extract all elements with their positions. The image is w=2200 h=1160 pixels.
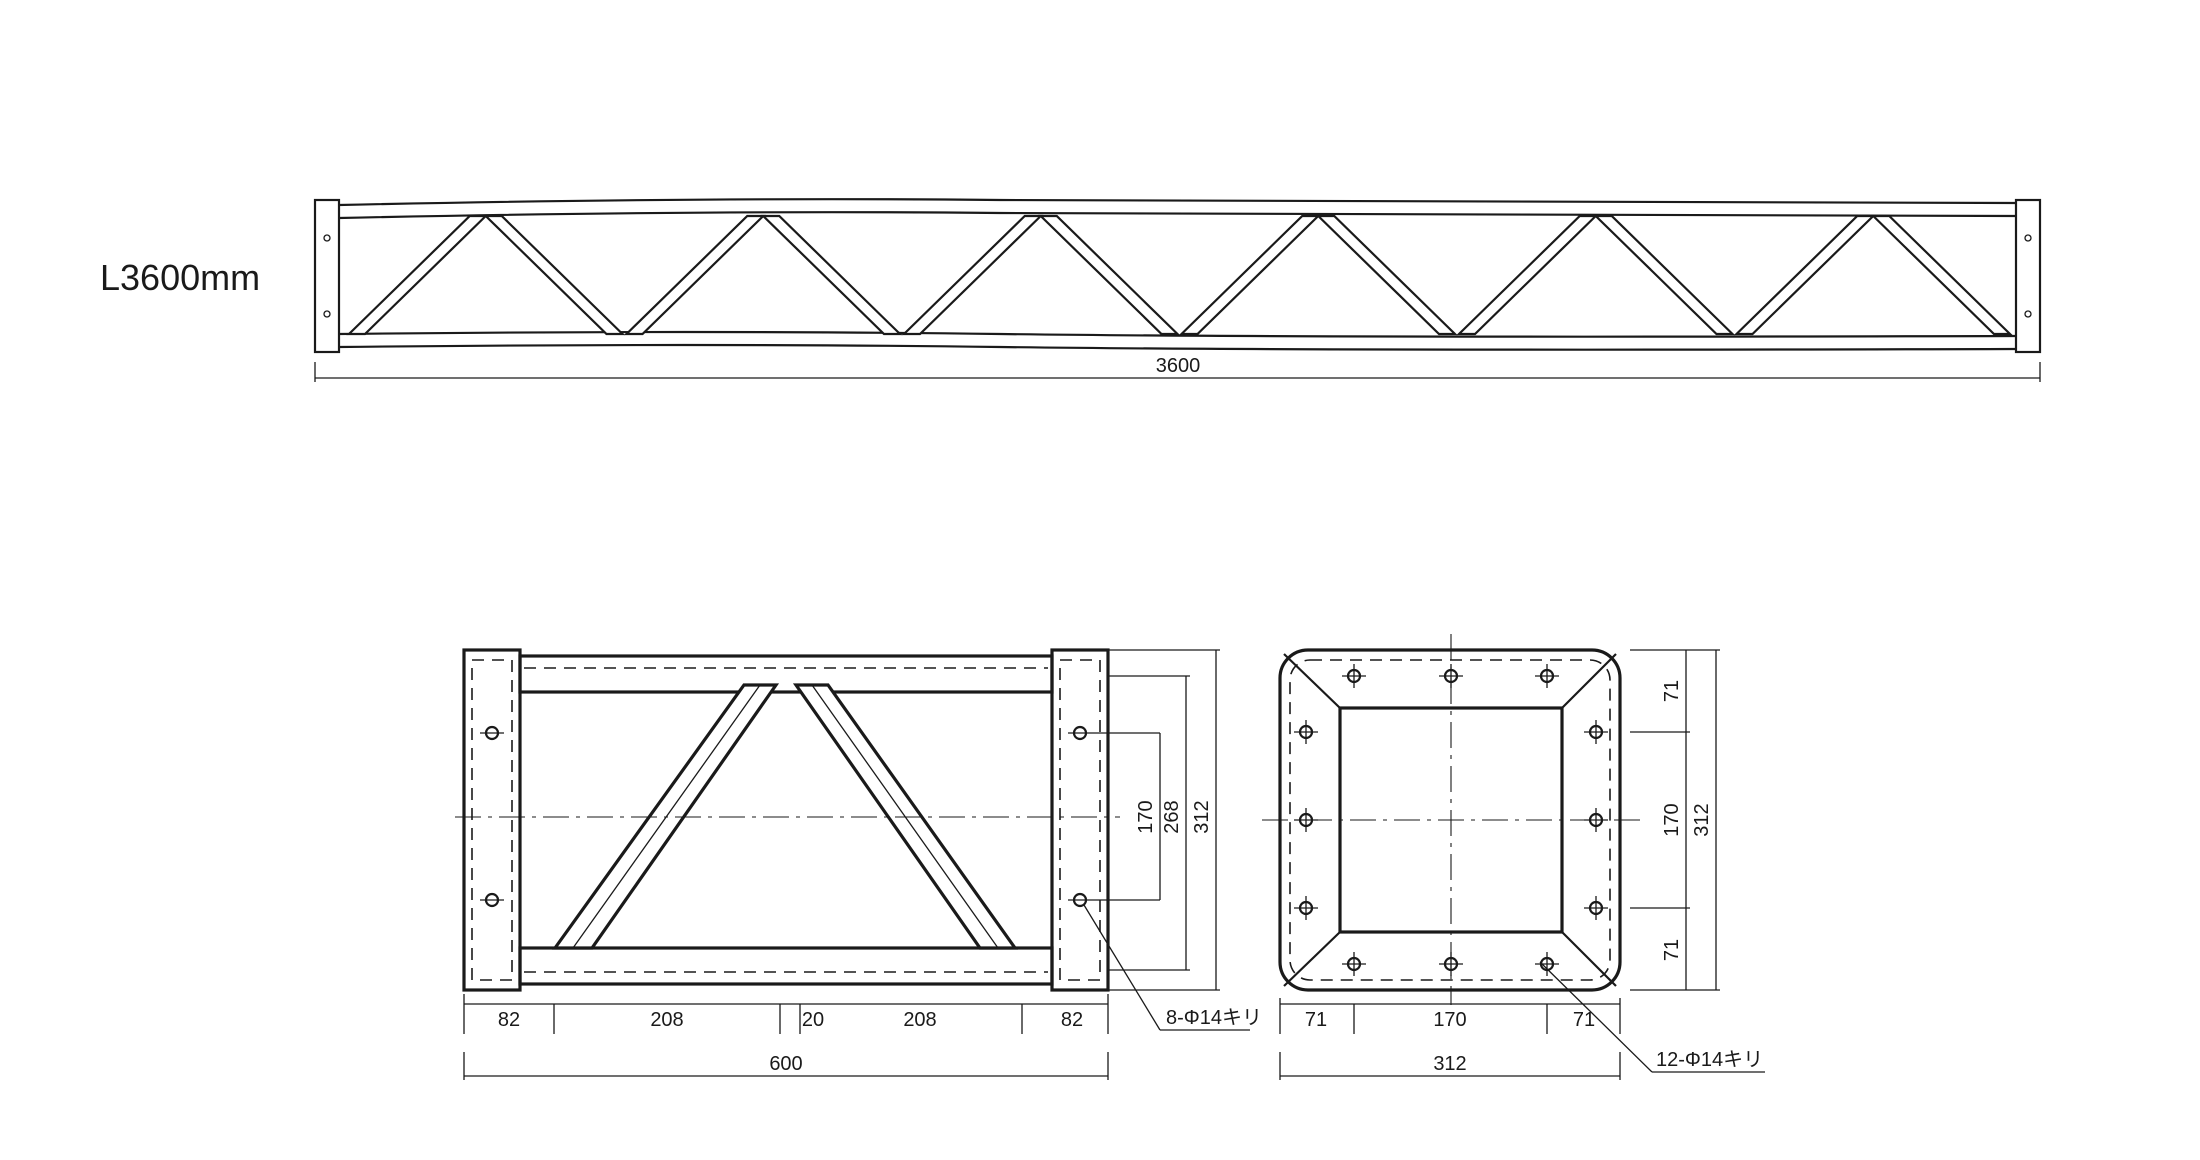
truss-diagonal: [1593, 214, 1736, 336]
side-right-plate: [1050, 648, 1110, 992]
side-dim-600: 600: [769, 1053, 802, 1075]
side-dim-82-left: 82: [498, 1009, 520, 1031]
end-dim-170-h: 170: [1433, 1009, 1466, 1031]
right-end-plate: [2014, 198, 2042, 354]
truss-diagonal: [1870, 214, 2013, 336]
truss-diagonal: [483, 214, 626, 336]
overall-dim-label: 3600: [1156, 355, 1201, 377]
truss-diagonal: [346, 214, 489, 336]
side-dim-82-right: 82: [1061, 1009, 1083, 1031]
side-dim-312: 312: [1191, 800, 1213, 833]
end-plate-bolt: [323, 234, 331, 242]
side-dim-208-right: 208: [903, 1009, 936, 1031]
end-view: 71 170 71 312 71 170 71 312 12-Φ14キリ: [1262, 634, 1765, 1080]
end-bottom-dimensions: 71 170 71 312: [1279, 998, 1621, 1080]
side-hole-callout: 8-Φ14キリ: [1083, 904, 1262, 1031]
side-bolt-holes: [480, 725, 1092, 908]
end-plate-bolt: [2024, 234, 2032, 242]
truss-diagonal: [1456, 214, 1599, 336]
truss-diagonal: [1315, 214, 1458, 336]
length-title: L3600mm: [100, 257, 260, 298]
side-left-plate: [462, 648, 522, 992]
side-dim-268: 268: [1161, 800, 1183, 833]
side-dim-170: 170: [1135, 800, 1157, 833]
end-dim-312-v: 312: [1691, 803, 1713, 836]
side-top-chord: [518, 654, 1054, 694]
end-dim-71-right: 71: [1573, 1009, 1595, 1031]
side-view: 170 268 312 82 208 20 208 82 600: [455, 648, 1262, 1080]
truss-diagonal: [623, 214, 766, 336]
end-dim-71-top: 71: [1661, 680, 1683, 702]
truss-diagonal: [901, 214, 1044, 336]
truss-diagonals: [346, 214, 2013, 336]
end-dim-312-h: 312: [1433, 1053, 1466, 1075]
side-dim-208-left: 208: [650, 1009, 683, 1031]
end-plate-bolt: [323, 310, 331, 318]
bottom-chord-upper: [338, 330, 2017, 338]
side-right-dimensions: 170 268 312: [1092, 649, 1220, 991]
end-dim-71-bottom: 71: [1661, 939, 1683, 961]
side-bottom-dimensions: 82 208 20 208 82 600: [463, 994, 1109, 1080]
top-chord-lower: [338, 211, 2017, 220]
truss-diagonal: [760, 214, 903, 336]
end-dim-170-v: 170: [1661, 803, 1683, 836]
end-right-dimensions: 71 170 71 312: [1630, 649, 1720, 991]
end-hole-note: 12-Φ14キリ: [1656, 1049, 1763, 1071]
end-bolt-holes: [1294, 664, 1608, 976]
top-chord-upper: [338, 198, 2017, 207]
overall-dimension: 3600: [314, 355, 2041, 382]
end-plate-bolt: [2024, 310, 2032, 318]
side-hole-note: 8-Φ14キリ: [1166, 1007, 1262, 1029]
side-bottom-chord: [518, 946, 1054, 986]
end-hole-callout: 12-Φ14キリ: [1539, 961, 1765, 1073]
truss-diagonal: [1733, 214, 1876, 336]
truss-elevation: 3600: [313, 198, 2042, 382]
bottom-chord-lower: [338, 343, 2017, 351]
truss-diagonal: [1038, 214, 1181, 336]
end-dim-71-left: 71: [1305, 1009, 1327, 1031]
truss-diagonal: [1178, 214, 1321, 336]
side-dim-20: 20: [802, 1009, 824, 1031]
left-end-plate: [313, 198, 341, 354]
